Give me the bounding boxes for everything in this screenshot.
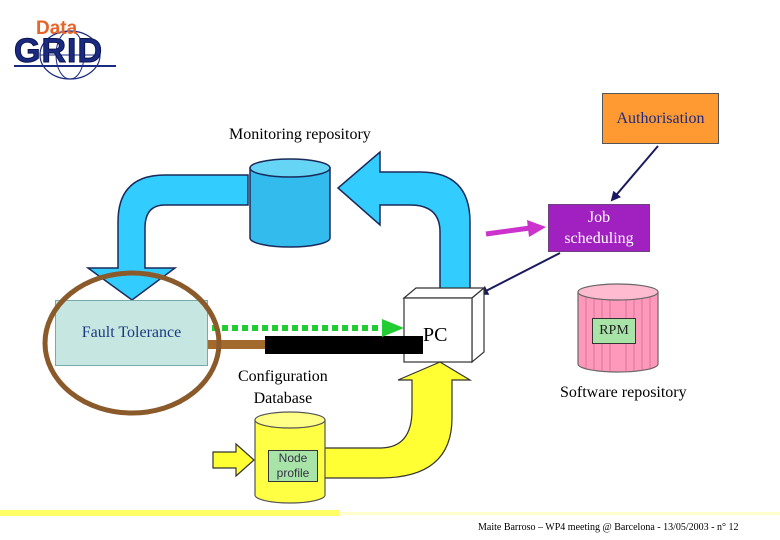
- node-profile-label-line1: Node: [278, 451, 308, 465]
- authorisation-label: Authorisation: [616, 109, 705, 127]
- pc-cube: [402, 286, 486, 364]
- footer-text: Maite Barroso – WP4 meeting @ Barcelona …: [478, 522, 739, 533]
- rpm-label: RPM: [592, 318, 636, 344]
- monitoring-down-arrow: [85, 174, 249, 301]
- datagrid-logo-text-bottom: GRID: [14, 32, 103, 71]
- footer-bar-light: [340, 512, 780, 515]
- fault-tolerance-box: Fault Tolerance: [55, 300, 208, 366]
- fault-to-pc-dashed-arrow: [212, 319, 404, 337]
- job-to-pc-arrow: [478, 252, 561, 295]
- configuration-database-label: Configuration Database: [238, 366, 328, 410]
- node-profile-label-line2: profile: [276, 466, 310, 480]
- pc-label: PC: [423, 324, 448, 346]
- datagrid-logo-globe: [14, 30, 116, 80]
- job-scheduling-box: Job scheduling: [548, 204, 650, 252]
- software-repository-label: Software repository: [560, 384, 687, 401]
- config-to-pc-arrow: [319, 361, 473, 479]
- monitoring-repository-cylinder: [249, 158, 331, 248]
- node-profile-input-arrow: [212, 442, 255, 478]
- job-scheduling-label-line2: scheduling: [564, 230, 634, 247]
- authorisation-box: Authorisation: [602, 93, 719, 144]
- pc-base-bar: [265, 336, 423, 354]
- configuration-database-label-line2: Database: [253, 390, 313, 407]
- job-scheduling-label-line1: Job: [587, 209, 611, 226]
- monitoring-feedback-arrow: [336, 150, 471, 293]
- fault-tolerance-label: Fault Tolerance: [81, 324, 182, 341]
- datagrid-logo-text-top: Data: [36, 18, 78, 39]
- footer-bar-yellow: [0, 510, 340, 516]
- authorisation-to-job-arrow: [610, 145, 659, 202]
- monitoring-repository-label: Monitoring repository: [229, 126, 371, 143]
- node-profile-label: Node profile: [268, 450, 318, 482]
- configuration-database-label-line1: Configuration: [238, 368, 328, 385]
- config-link-bar: [203, 340, 273, 349]
- job-input-arrow: [485, 220, 546, 237]
